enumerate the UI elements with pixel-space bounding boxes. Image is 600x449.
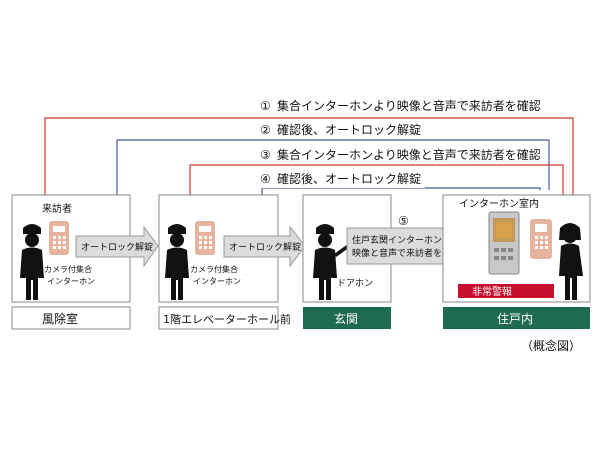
camera-intercom-panel-icon [49, 221, 69, 255]
autolock-arrow-2-label: オートロック解錠 [229, 241, 301, 253]
step1-line [44, 117, 578, 214]
handset-panel-icon [530, 219, 552, 259]
visitor-label: 来訪者 [42, 202, 72, 215]
step5-num: ⑤ [398, 214, 409, 228]
visitor-person-icon [20, 224, 44, 300]
step2-num: ② [260, 123, 271, 137]
camera-intercom-panel-icon-2 [195, 221, 215, 255]
panel1-label-line2: インターホン [47, 277, 95, 286]
panel2-label-line1: カメラ付集合 [190, 264, 238, 274]
step2-text: 確認後、オートロック解錠 [277, 122, 421, 137]
autolock-arrow-2 [223, 225, 306, 268]
caption: （概念図） [521, 338, 581, 353]
panel1-label-line1: カメラ付集合 [44, 264, 92, 274]
label-vestibule: 風除室 [42, 311, 78, 326]
visitor-person-icon-2 [165, 224, 189, 300]
confirm-arrow-label-1: 住戸玄関インターホンより [352, 234, 460, 246]
label-unit-box [443, 307, 590, 329]
panel2-label-line2: インターホン [193, 277, 241, 286]
step1-num: ① [260, 99, 271, 113]
door-phone-label: ドアホン [337, 278, 373, 289]
indoor-intercom-title: インターホン室内 [459, 197, 539, 210]
confirm-arrow-label-2: 映像と音声で来訪者を確認 [352, 247, 460, 259]
autolock-arrow-1-label: オートロック解錠 [81, 241, 153, 253]
step4-num: ④ [260, 172, 271, 186]
visitor-person-icon-3 [313, 224, 350, 300]
label-entrance: 玄関 [334, 311, 358, 326]
label-vestibule-box [11, 306, 131, 330]
step3-line [189, 164, 568, 214]
step3-num: ③ [260, 148, 271, 162]
emergency-alarm-bar [458, 284, 554, 298]
step4-text: 確認後、オートロック解錠 [277, 171, 421, 186]
step3-text: 集合インターホンより映像と音声で来訪者を確認 [277, 147, 541, 162]
label-entrance-box [303, 307, 391, 329]
label-elevator-box [158, 306, 279, 330]
step1-text: 集合インターホンより映像と音声で来訪者を確認 [277, 98, 541, 113]
emergency-alarm-label: 非常警報 [472, 285, 512, 298]
autolock-arrow-1 [75, 225, 159, 268]
indoor-monitor-icon [488, 211, 520, 275]
label-unit: 住戸内 [497, 312, 533, 326]
label-elevator-hall: 1階エレベーターホール前 [163, 312, 291, 326]
resident-person-icon [559, 223, 583, 300]
